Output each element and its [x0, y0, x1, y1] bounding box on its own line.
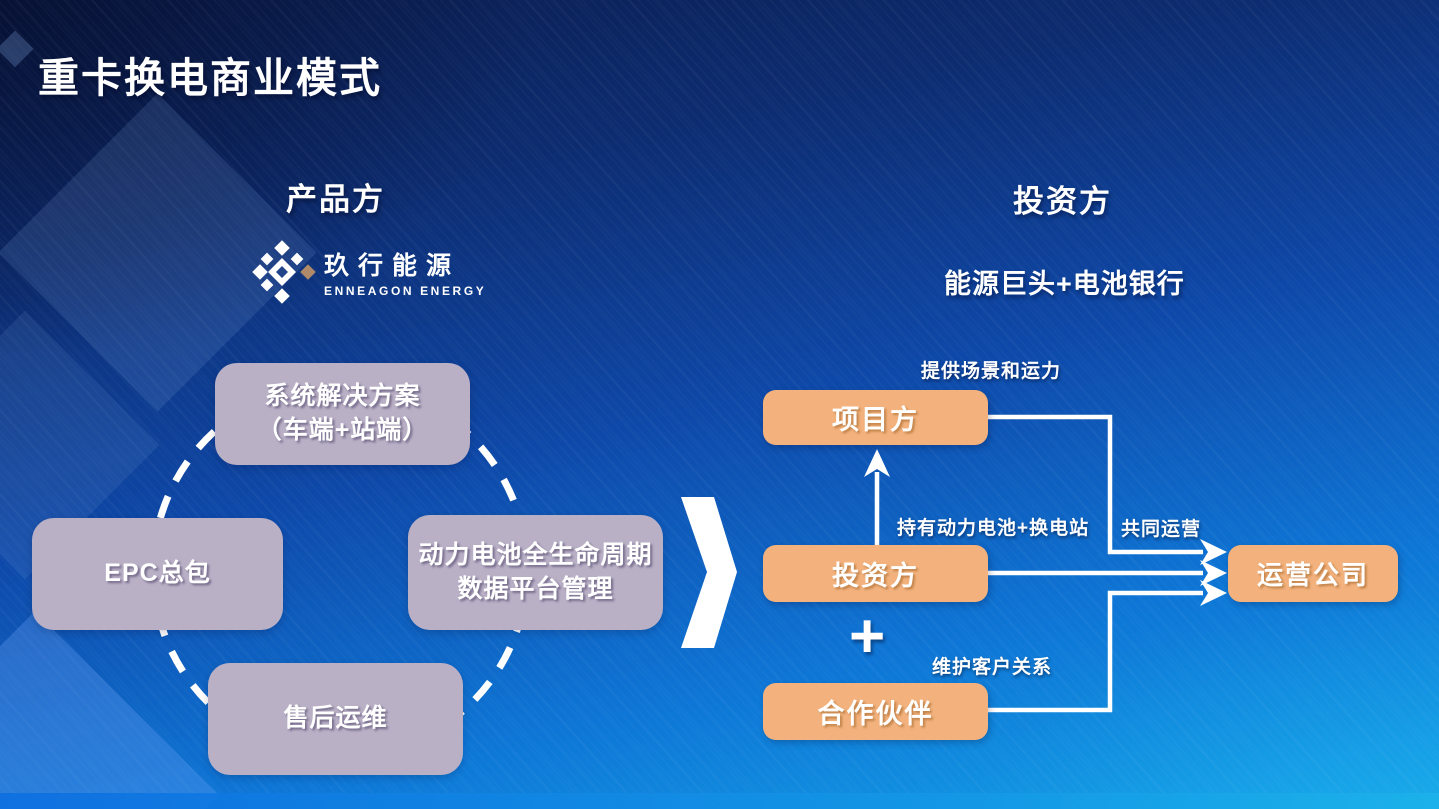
- node-label: 运营公司: [1256, 560, 1369, 590]
- page-title: 重卡换电商业模式: [38, 55, 382, 101]
- investor-side-heading: 投资方: [1013, 184, 1112, 219]
- note-partner: 维护客户关系: [932, 657, 1053, 678]
- node-investor: 投资方: [763, 545, 988, 602]
- note-investor: 持有动力电池+换电站: [897, 518, 1090, 539]
- product-box-line: 系统解决方案: [264, 382, 421, 411]
- product-box-battery-lifecycle: 动力电池全生命周期 数据平台管理: [408, 515, 663, 630]
- background-diamond-bottom: [0, 611, 219, 809]
- product-box-line: （车端+站端）: [256, 416, 429, 444]
- arrowhead-up: [864, 449, 890, 477]
- enneagon-logo-icon: [252, 240, 316, 304]
- product-box-line: 动力电池全生命周期: [418, 540, 653, 569]
- node-partner: 合作伙伴: [763, 683, 988, 740]
- product-box-line: 数据平台管理: [457, 574, 614, 603]
- product-box-line: EPC总包: [104, 559, 211, 588]
- enneagon-logo: 玖行能源 ENNEAGON ENERGY: [250, 240, 486, 304]
- arrowhead-right-bottom: [1200, 580, 1227, 606]
- note-joint-operation: 共同运营: [1121, 519, 1202, 540]
- product-side-heading: 产品方: [286, 182, 385, 217]
- arrowhead-right-top: [1200, 539, 1227, 565]
- logo-name-en: ENNEAGON ENERGY: [324, 284, 487, 298]
- investor-side-subheading: 能源巨头+电池银行: [944, 269, 1185, 299]
- node-operator: 运营公司: [1228, 545, 1398, 602]
- bottom-accent-bar: [0, 793, 1439, 809]
- node-label: 合作伙伴: [817, 699, 934, 729]
- plus-sign: +: [849, 602, 886, 671]
- product-box-epc: EPC总包: [32, 518, 283, 630]
- product-box-after-sales: 售后运维: [208, 663, 463, 775]
- node-project: 项目方: [763, 390, 988, 445]
- note-project: 提供场景和运力: [921, 361, 1062, 382]
- chevron-right-icon: [681, 497, 737, 648]
- node-label: 投资方: [832, 561, 919, 591]
- product-box-line: 售后运维: [283, 704, 388, 733]
- node-label: 项目方: [832, 405, 919, 435]
- logo-accent-diamond: [300, 264, 316, 280]
- arrowhead-right-middle: [1200, 560, 1227, 586]
- logo-name-cn: 玖行能源: [324, 252, 461, 280]
- product-box-system-solution: 系统解决方案 （车端+站端）: [215, 363, 470, 465]
- background-diamond-tiny: [0, 30, 34, 68]
- logo-names: 玖行能源 ENNEAGON ENERGY: [324, 246, 486, 298]
